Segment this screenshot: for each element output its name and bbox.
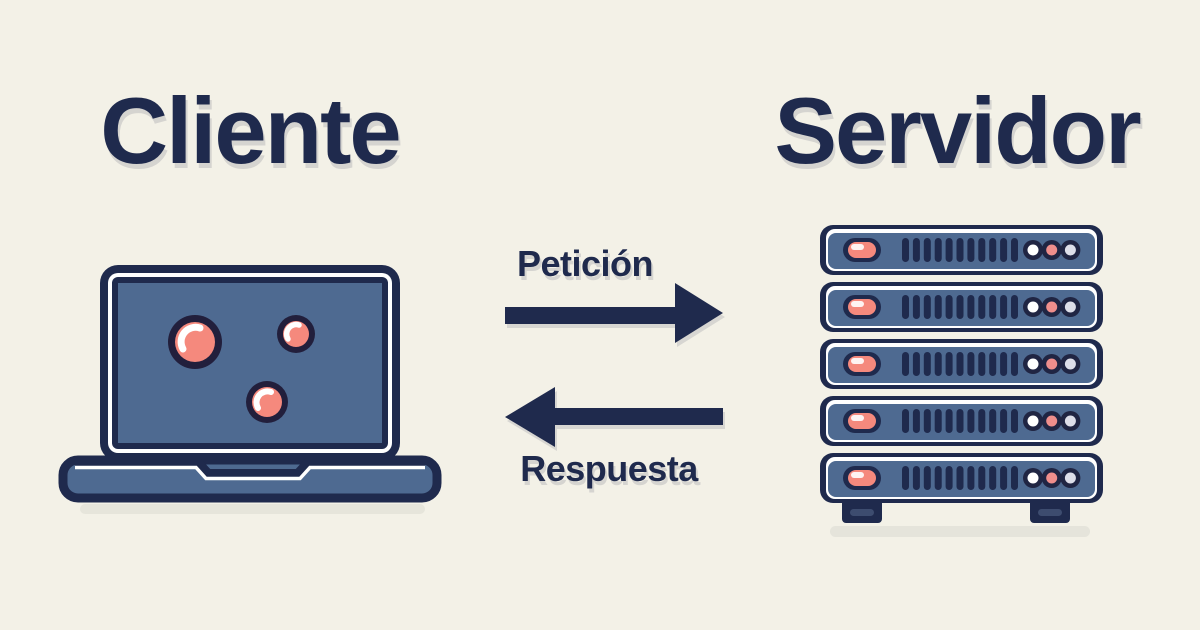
server-unit	[820, 339, 1103, 389]
response-arrow-icon	[505, 387, 723, 447]
response-label: Respuesta	[520, 448, 698, 489]
server-rack-icon	[820, 225, 1103, 537]
screen-dot-medium	[246, 381, 288, 423]
server-units	[820, 225, 1103, 503]
server-title: Servidor	[774, 78, 1141, 183]
server-foot-left	[842, 499, 882, 523]
client-title: Cliente	[100, 78, 401, 183]
screen-dot-small	[277, 315, 315, 353]
server-unit	[820, 396, 1103, 446]
screen-dot-large	[168, 315, 222, 369]
laptop-shadow	[80, 504, 425, 514]
server-shadow	[830, 526, 1090, 537]
laptop-screen	[100, 265, 400, 461]
server-unit	[820, 453, 1103, 503]
server-unit	[820, 282, 1103, 332]
laptop-icon	[58, 265, 442, 514]
request-label: Petición	[516, 243, 654, 284]
request-arrow-icon	[505, 283, 723, 343]
server-foot-right	[1030, 499, 1070, 523]
laptop-base	[58, 455, 442, 503]
server-unit	[820, 225, 1103, 275]
